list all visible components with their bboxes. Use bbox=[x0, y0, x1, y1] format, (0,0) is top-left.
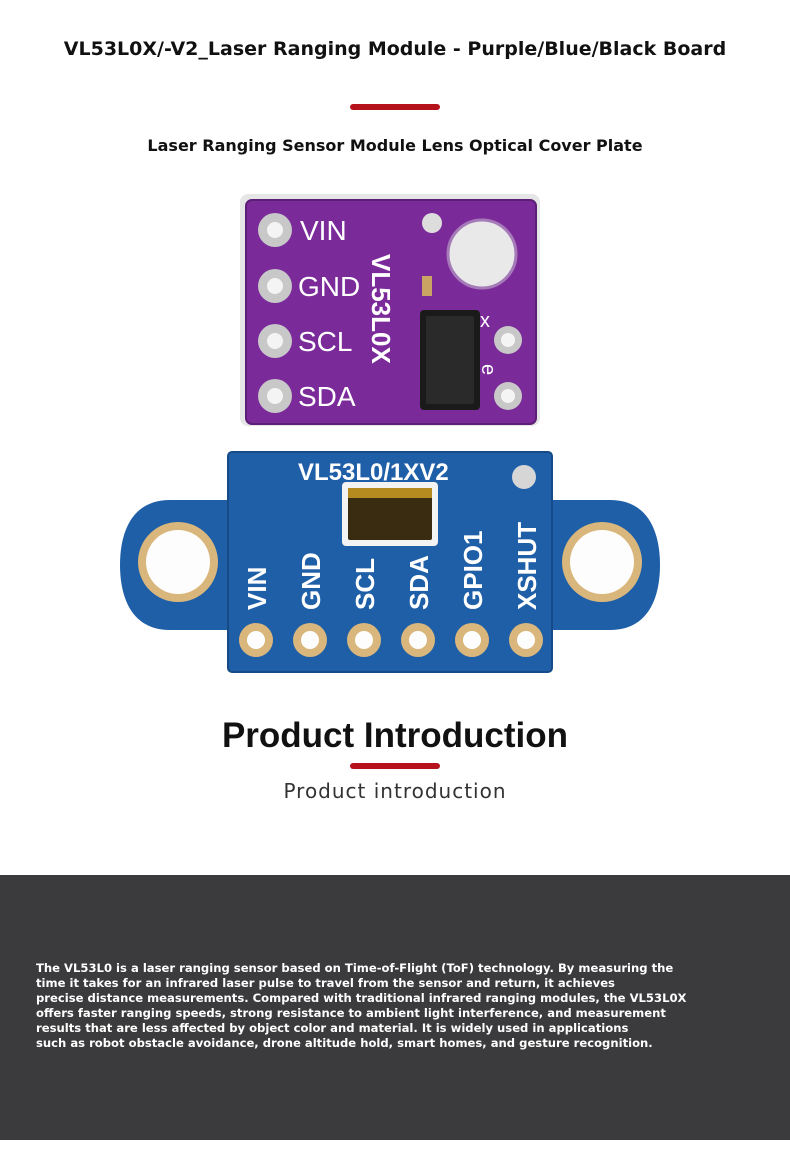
blue-pin-label: SCL bbox=[350, 558, 380, 610]
blue-board-label: VL53L0/1XV2 bbox=[298, 459, 449, 486]
section-divider bbox=[350, 763, 440, 769]
purple-board: VIN GND SCL SDA VL53L0X x e bbox=[240, 194, 540, 426]
page-title: VL53L0X/-V2_Laser Ranging Module - Purpl… bbox=[63, 38, 727, 60]
description-panel: The VL53L0 is a laser ranging sensor bas… bbox=[0, 875, 790, 1140]
product-description: The VL53L0 is a laser ranging sensor bas… bbox=[36, 961, 736, 1051]
blue-pin-label: VIN bbox=[242, 567, 272, 610]
blue-pin-label: XSHUT bbox=[512, 522, 542, 610]
purple-pin-label: VIN bbox=[300, 215, 347, 246]
blue-pin-label: GND bbox=[296, 552, 326, 610]
description-line: time it takes for an infrared laser puls… bbox=[36, 976, 615, 990]
description-line: such as robot obstacle avoidance, drone … bbox=[36, 1036, 653, 1050]
blue-pin-holes bbox=[239, 623, 543, 657]
page-subtitle: Laser Ranging Sensor Module Lens Optical… bbox=[147, 136, 643, 155]
svg-text:x: x bbox=[480, 310, 490, 332]
blue-pin-label: SDA bbox=[404, 555, 434, 610]
section-heading: Product Introduction bbox=[221, 716, 569, 755]
section-subheading: Product introduction bbox=[283, 779, 507, 803]
purple-pin-label: GND bbox=[298, 271, 360, 302]
purple-pin-holes bbox=[258, 213, 292, 413]
description-line: results that are less affected by object… bbox=[36, 1021, 629, 1035]
purple-mount-hole bbox=[446, 218, 518, 290]
description-line: The VL53L0 is a laser ranging sensor bas… bbox=[36, 961, 674, 975]
description-line: offers faster ranging speeds, strong res… bbox=[36, 1006, 666, 1020]
purple-chip-label: VL53L0X bbox=[366, 254, 396, 364]
blue-pin-label: GPIO1 bbox=[458, 531, 488, 610]
description-line: precise distance measurements. Compared … bbox=[36, 991, 687, 1005]
purple-pin-label: SCL bbox=[298, 326, 352, 357]
product-image: VIN GND SCL SDA VL53L0X x e VL53L0/1X bbox=[120, 194, 660, 673]
blue-board: VL53L0/1XV2 VIN GND SCL SDA GPIO1 XSHUT bbox=[120, 451, 660, 673]
svg-text:e: e bbox=[477, 364, 499, 375]
title-divider bbox=[350, 104, 440, 110]
purple-pin-label: SDA bbox=[298, 381, 356, 412]
